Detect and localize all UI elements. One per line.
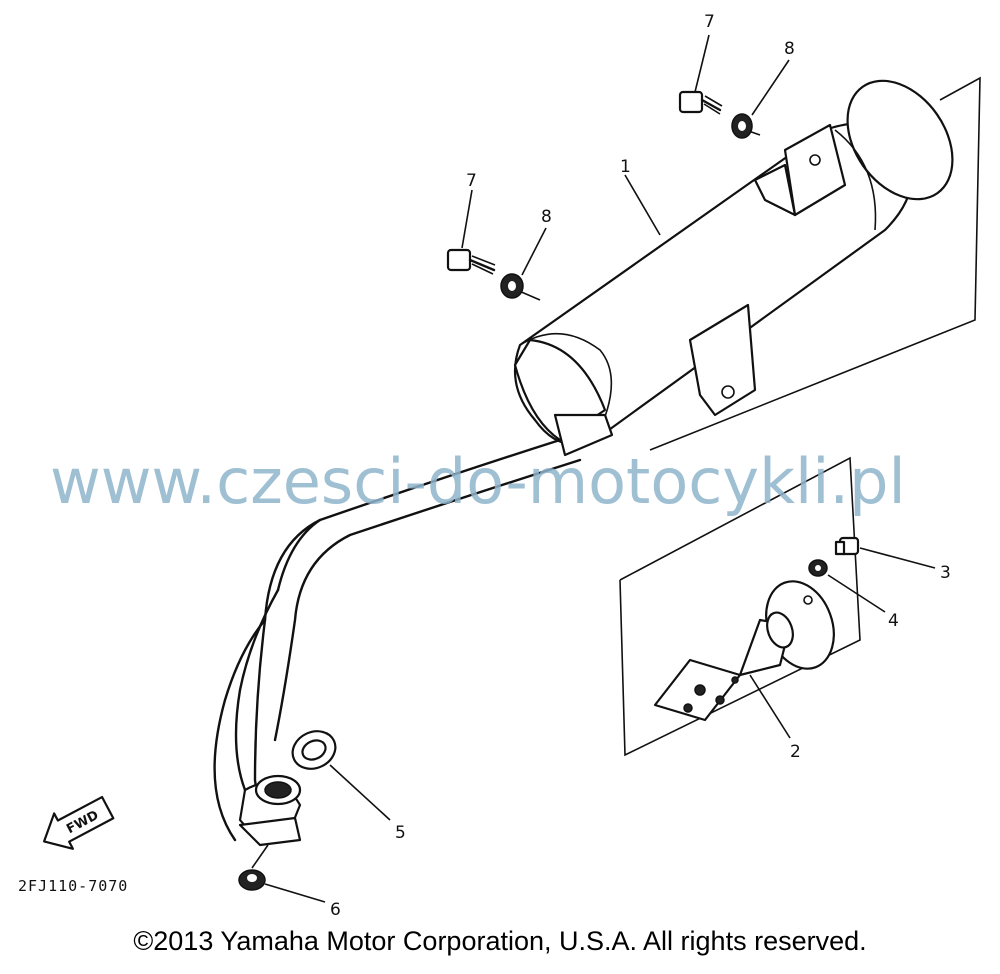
bolt-part-3 [834, 536, 860, 556]
nut-part-6 [238, 844, 269, 891]
callout-7-upper: 7 [704, 12, 715, 32]
washer-part-8-upper [731, 113, 753, 139]
reference-lines [504, 76, 981, 757]
leader-lines [264, 34, 936, 903]
exhaust-pipe [213, 438, 582, 847]
bolt-part-7-lower [446, 248, 496, 275]
callout-8-lower: 8 [541, 207, 552, 227]
callout-7-lower: 7 [466, 171, 477, 191]
washer-part-8-lower [500, 273, 524, 299]
callout-4: 4 [888, 611, 899, 631]
drawing-code: 2FJ110-7070 [18, 877, 128, 895]
gasket-part-5 [291, 730, 337, 770]
callout-8-upper: 8 [784, 39, 795, 59]
callout-2: 2 [790, 742, 801, 762]
watermark-text: www.czesci-do-motocykli.pl [50, 445, 906, 518]
copyright-notice: ©2013 Yamaha Motor Corporation, U.S.A. A… [133, 926, 867, 956]
callouts: 1 2 3 4 5 6 7 7 8 8 [330, 12, 951, 920]
callout-5: 5 [395, 823, 406, 843]
muffler-assembly [513, 79, 954, 457]
callout-1: 1 [620, 157, 631, 177]
bolt-part-7-upper [678, 90, 723, 115]
callout-3: 3 [940, 563, 951, 583]
spark-arrester-part-2 [653, 580, 835, 722]
forward-direction-arrow: FWD [42, 795, 115, 850]
washer-part-4 [808, 559, 828, 577]
callout-6: 6 [330, 900, 341, 920]
